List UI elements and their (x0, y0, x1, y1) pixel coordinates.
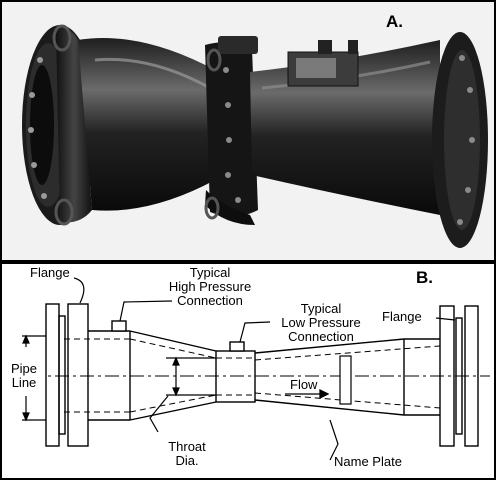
inlet-cone-top (129, 330, 217, 352)
lifting-rings (52, 24, 222, 226)
label-pipe-line-1: Pipe (10, 361, 38, 376)
label-low-pressure-line3: Connection (288, 329, 354, 344)
throat-top-fitting (218, 36, 258, 54)
flow-arrow (285, 388, 330, 400)
inlet-flange-gasket (58, 315, 66, 435)
throat-flange (205, 42, 258, 217)
label-flange-right: Flange (382, 309, 422, 324)
high-pressure-tap (111, 320, 127, 332)
throat-bolts (223, 67, 241, 203)
label-high-pressure-line3: Connection (177, 293, 243, 308)
label-low-pressure-line2: Low Pressure (281, 315, 361, 330)
label-low-pressure: Typical Low Pressure Connection (266, 302, 376, 344)
inlet-flange-inner (67, 303, 89, 447)
leader-lines (73, 277, 456, 461)
outlet-flange-bolts (457, 55, 475, 225)
inlet-flange-ring (56, 27, 92, 223)
panel-a-photo (0, 0, 496, 262)
panel-a-letter: A. (386, 12, 403, 31)
label-high-pressure: Typical High Pressure Connection (150, 266, 270, 308)
label-high-pressure-line1: Typical (189, 265, 231, 280)
label-throat-dia: Throat Dia. (160, 440, 214, 468)
inlet-cone (78, 38, 215, 211)
label-throat-dia-line2: Dia. (175, 453, 199, 468)
panel-b-letter: B. (416, 268, 433, 287)
label-name-plate: Name Plate (334, 454, 402, 469)
label-flow: Flow (290, 377, 318, 392)
inlet-flange-bolts (28, 57, 47, 199)
low-pressure-tap (229, 341, 245, 352)
label-pipe-line: Pipe Line (4, 362, 44, 390)
label-pipe-line-2: Line (11, 375, 37, 390)
inlet-cone-bottom (129, 401, 217, 421)
panel-b-diagram (0, 262, 496, 480)
label-flange-left: Flange (30, 265, 70, 280)
label-low-pressure-line1: Typical (300, 301, 342, 316)
name-plate (339, 355, 352, 405)
label-throat-dia-line1: Throat (168, 439, 206, 454)
outlet-cone-top (254, 338, 405, 354)
outlet-cone-bottom (254, 399, 405, 416)
label-high-pressure-line2: High Pressure (168, 279, 252, 294)
diagram-frame (0, 262, 496, 480)
